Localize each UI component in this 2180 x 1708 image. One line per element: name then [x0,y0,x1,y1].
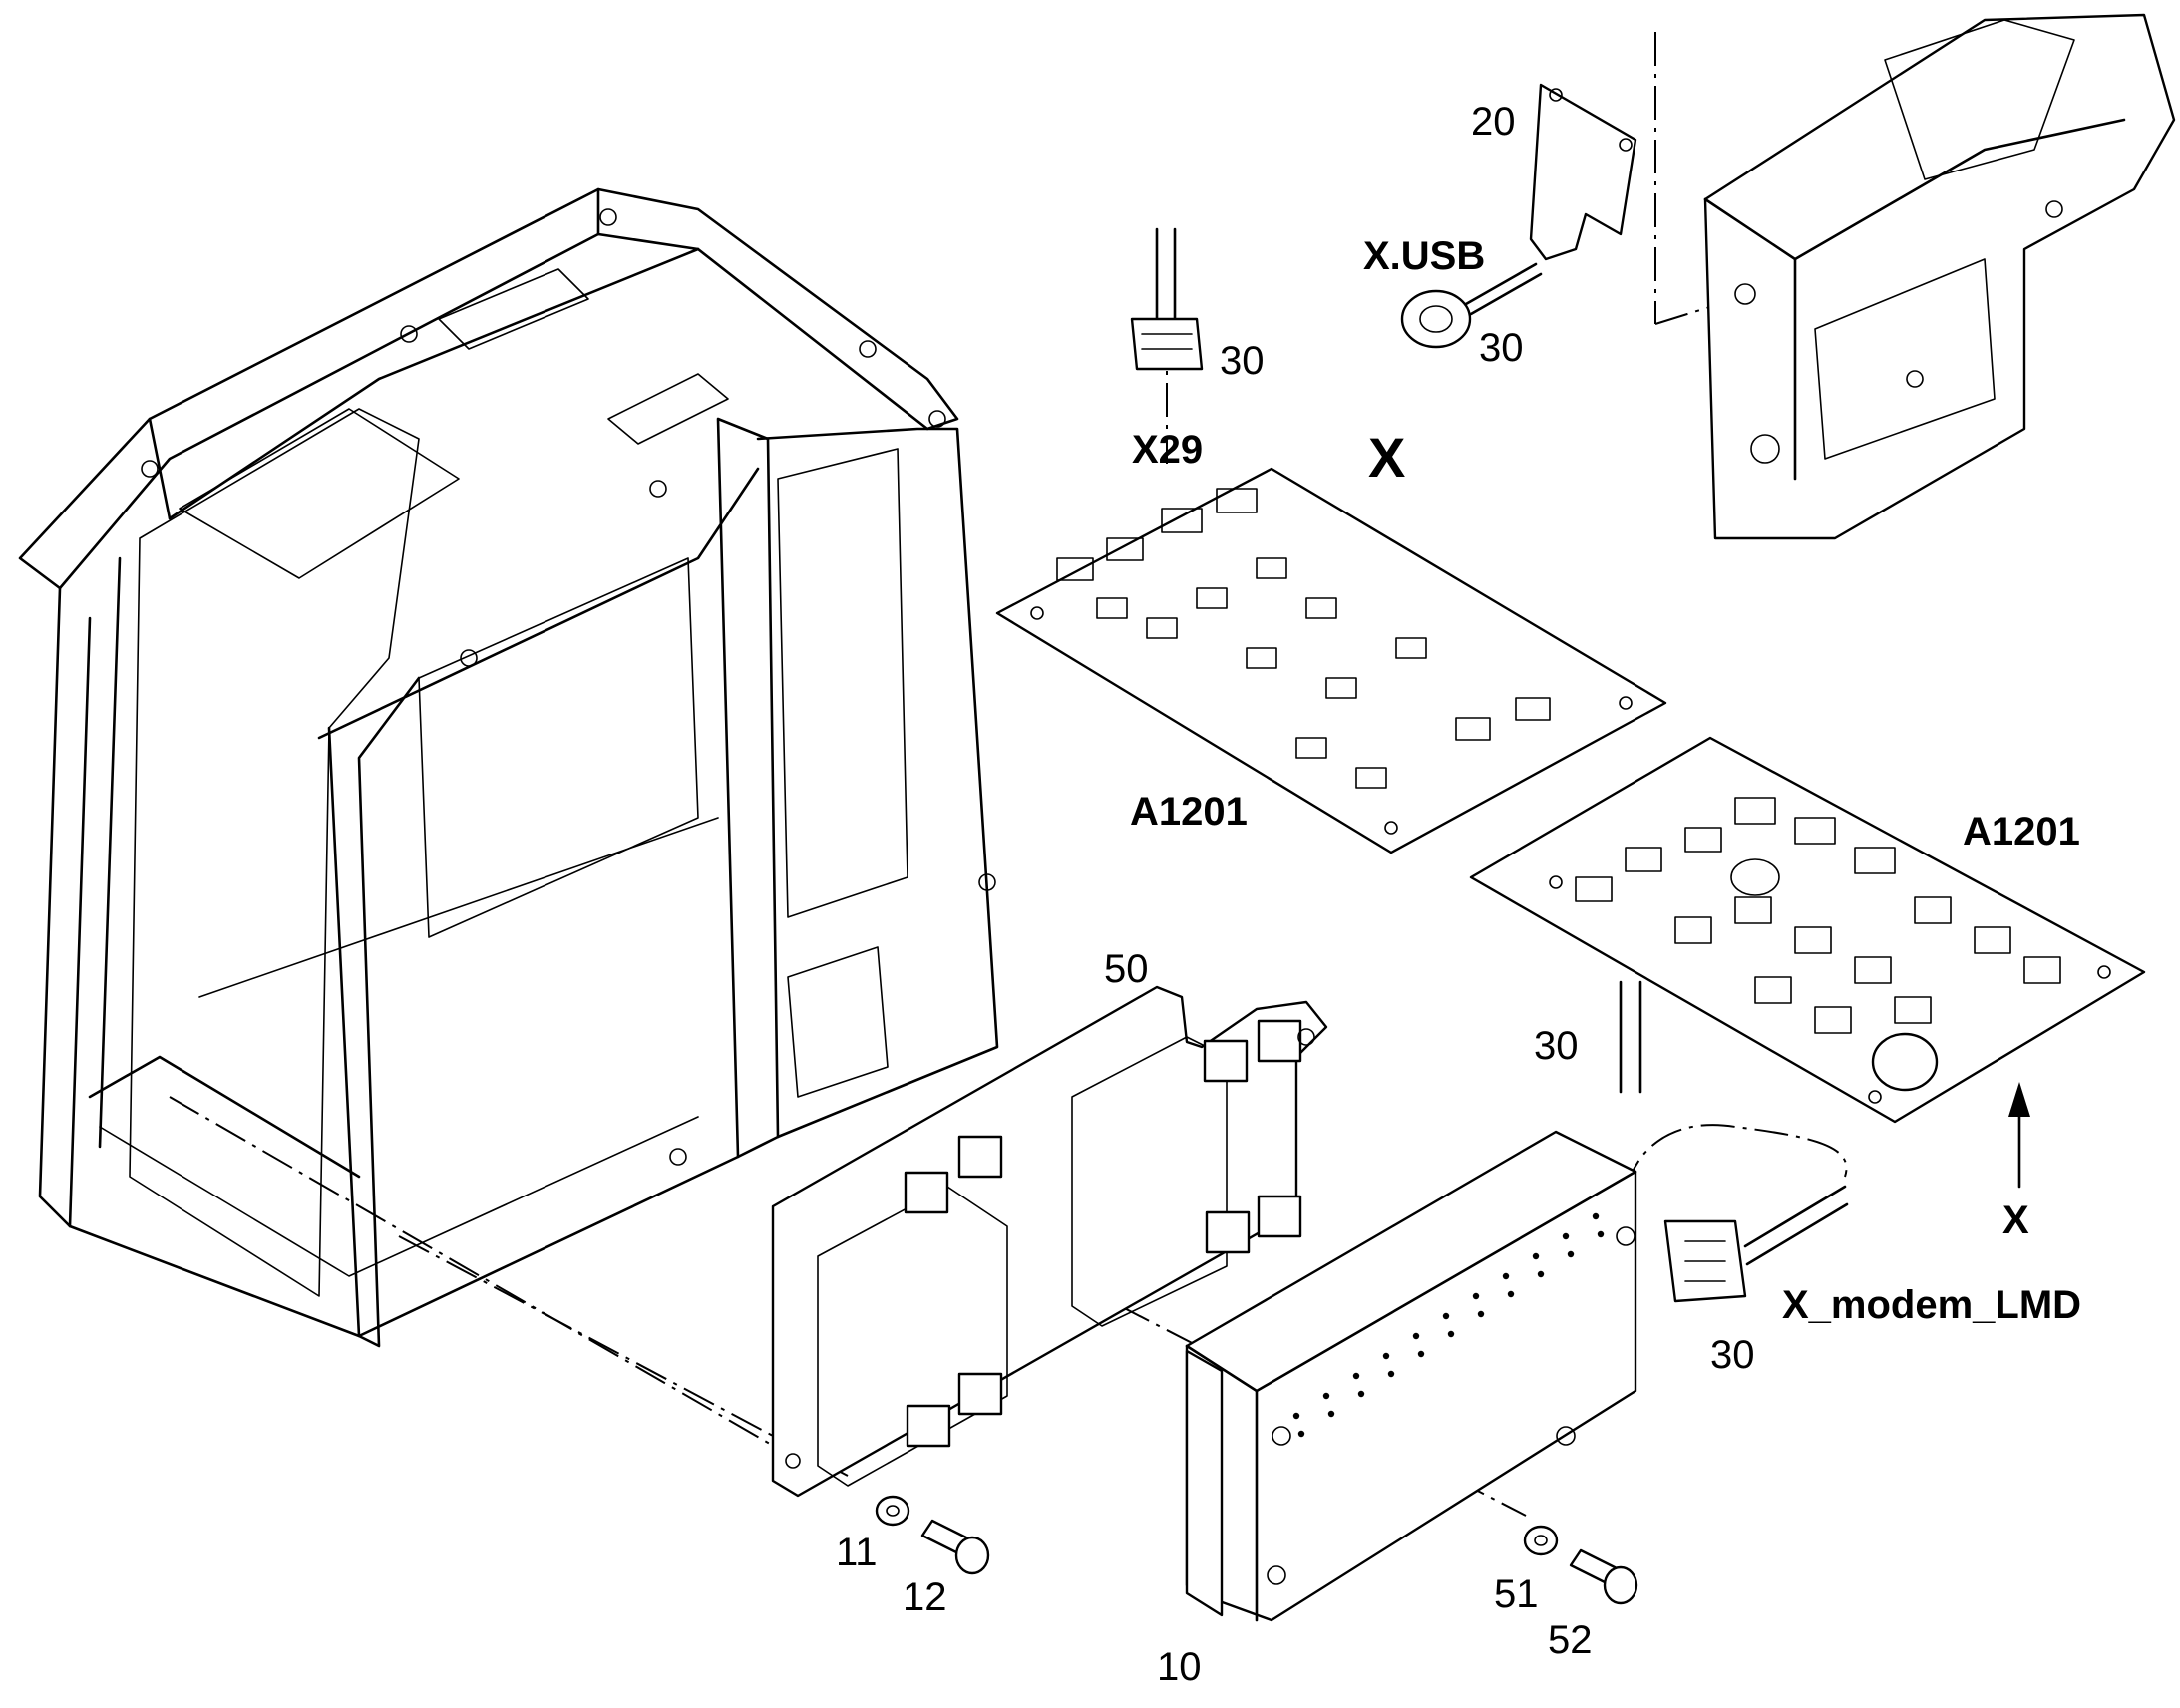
connector-label-x29: X29 [1132,428,1203,472]
callout-30-x29: 30 [1220,339,1265,383]
board-label-top: A1201 [1130,790,1248,834]
bracket-rubber-mounts [904,1019,1302,1448]
callout-30-cable: 30 [1534,1024,1579,1068]
mounting-bracket [771,985,1328,1498]
callout-20: 20 [1471,100,1516,144]
callout-52: 52 [1548,1618,1593,1662]
labels: 10 11 12 20 30 30 30 30 50 51 52 X29 X.U… [836,100,2081,1689]
board-components-top [1056,488,1551,789]
connector-label-usb: X.USB [1363,234,1485,278]
circuit-board-bottom [1469,736,2146,1124]
connector-x29 [1130,227,1204,371]
screw-52 [1569,1548,1638,1605]
vent-grille [1292,1212,1605,1438]
board-label-bottom: A1201 [1963,810,2080,854]
cab-bolts [141,208,996,1166]
callout-11: 11 [836,1531,878,1574]
callout-51: 51 [1494,1572,1539,1616]
callout-12: 12 [903,1575,947,1619]
cover-plate-20 [1529,83,1637,261]
washer-11 [875,1495,910,1527]
connector-modem [1663,1185,1849,1303]
cab-frame [18,187,999,1348]
view-marker-arrow: X [2002,1198,2029,1242]
screw-12 [920,1519,990,1575]
connector-label-modem: X_modem_LMD [1782,1283,2081,1327]
connector-usb [1400,262,1543,349]
control-console [1703,13,2176,540]
circuit-board-top [995,467,1667,854]
callout-10: 10 [1157,1645,1202,1689]
view-arrow [2008,1082,2030,1189]
washer-51 [1523,1525,1559,1556]
callout-50: 50 [1104,947,1149,991]
view-marker-top: X [1368,426,1405,489]
board-components-bottom [1575,797,2061,1034]
callout-30-usb: 30 [1479,326,1524,370]
control-unit-box [1185,1130,1637,1622]
callout-30-modem: 30 [1710,1333,1755,1377]
